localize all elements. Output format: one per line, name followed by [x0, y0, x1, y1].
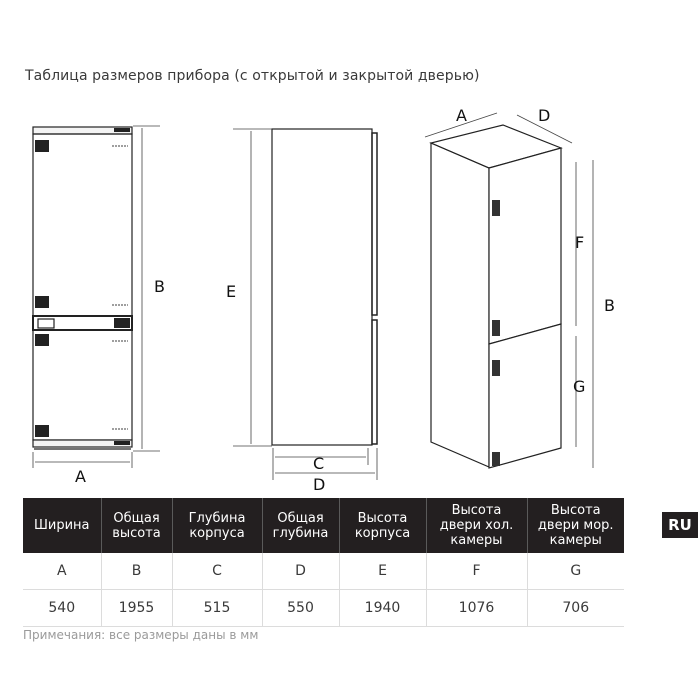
svg-text:D: D — [538, 106, 550, 125]
cell-value: 1076 — [425, 589, 527, 627]
cell-value: 1940 — [338, 589, 426, 627]
cell-letter: E — [338, 553, 426, 590]
perspective-view-drawing: A D F G B — [424, 106, 615, 469]
cell-letter: D — [261, 553, 339, 590]
page-title: Таблица размеров прибора (с открытой и з… — [25, 68, 480, 84]
svg-text:G: G — [573, 377, 585, 396]
header-width: Ширина — [23, 498, 101, 553]
cell-letter: G — [526, 553, 624, 590]
side-view-drawing: E C D — [226, 128, 378, 494]
svg-text:A: A — [456, 106, 467, 125]
table-row-letters: A B C D E F G — [23, 553, 624, 590]
table-row-values: 540 1955 515 550 1940 1076 706 — [23, 589, 624, 627]
cell-value: 706 — [526, 589, 624, 627]
units-note: Примечания: все размеры даны в мм — [23, 628, 259, 642]
svg-text:B: B — [604, 296, 615, 315]
cell-value: 515 — [171, 589, 262, 627]
language-badge: RU — [662, 512, 698, 538]
dimension-drawings: B A E C D — [32, 106, 615, 494]
svg-text:D: D — [313, 475, 325, 494]
cell-value: 550 — [261, 589, 339, 627]
svg-text:F: F — [575, 233, 584, 252]
cell-letter: A — [23, 553, 101, 590]
svg-text:B: B — [154, 277, 165, 296]
cell-value: 1955 — [100, 589, 172, 627]
cell-letter: F — [425, 553, 527, 590]
cell-value: 540 — [23, 589, 101, 627]
front-view-drawing: B A — [32, 125, 165, 486]
cell-letter: C — [171, 553, 262, 590]
svg-text:A: A — [75, 467, 86, 486]
svg-text:E: E — [226, 282, 236, 301]
svg-text:C: C — [313, 454, 324, 473]
cell-letter: B — [100, 553, 172, 590]
